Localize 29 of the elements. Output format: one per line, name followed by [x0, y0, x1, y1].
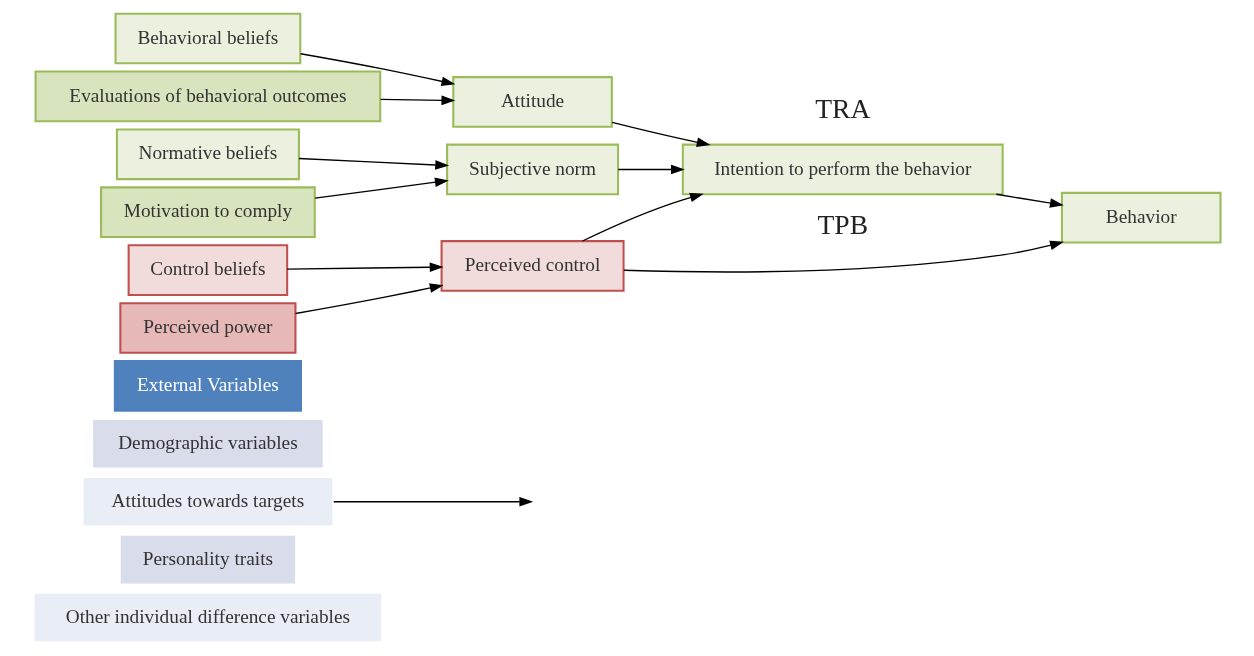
arrow — [299, 53, 456, 87]
node-box: Attitude — [452, 76, 613, 128]
node-box: Behavioral beliefs — [114, 12, 302, 65]
arrow — [617, 164, 685, 175]
node-box: Control beliefs — [127, 244, 289, 296]
node-box: Normative beliefs — [115, 128, 300, 181]
node-box: Motivation to comply — [100, 186, 316, 239]
arrow — [623, 240, 1064, 273]
node-box: Attitudes towards targets — [81, 475, 335, 528]
arrow — [379, 95, 456, 106]
node-box: Behavior — [1060, 191, 1222, 244]
arrow — [333, 496, 534, 507]
node-box: Personality traits — [118, 533, 298, 586]
node-box: Evaluations of behavioral outcomes — [34, 70, 382, 123]
label: TPB — [817, 209, 869, 241]
arrow — [611, 121, 711, 147]
node-box: Perceived control — [440, 240, 625, 292]
arrow — [298, 157, 450, 170]
arrow — [286, 262, 444, 273]
node-box: Subjective norm — [446, 143, 620, 196]
arrow — [294, 283, 444, 315]
arrow — [995, 193, 1064, 208]
node-box: Intention to perform the behavior — [681, 143, 1004, 196]
arrow — [581, 192, 704, 242]
node-box: Demographic variables — [91, 417, 325, 470]
node-box: External Variables — [113, 360, 302, 412]
label: TRA — [815, 93, 871, 125]
node-box: Perceived power — [119, 302, 297, 354]
arrow — [314, 177, 449, 199]
